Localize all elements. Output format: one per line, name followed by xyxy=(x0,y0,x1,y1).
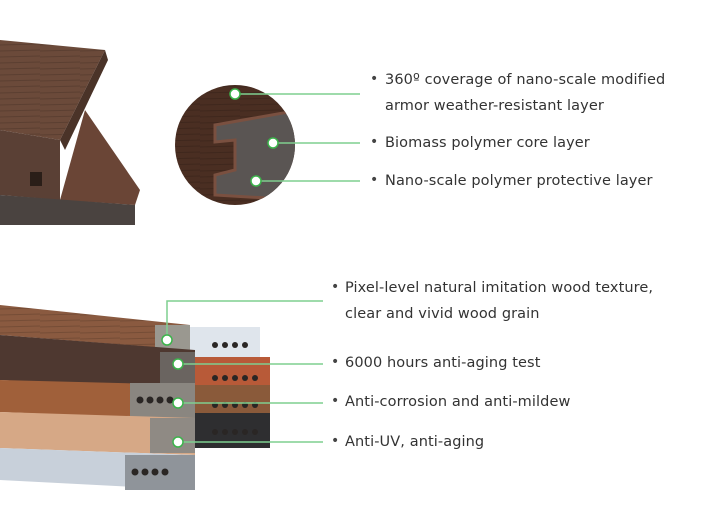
top-callout-dots xyxy=(229,88,279,187)
feature-text: Pixel-level natural imitation wood textu… xyxy=(345,280,654,296)
feature-text: armor weather-resistant layer xyxy=(385,98,604,114)
board-stack-image xyxy=(0,305,270,490)
bullet: • xyxy=(331,279,340,295)
feature-core-layer: Biomass polymer core layer xyxy=(385,135,590,151)
feature-weather-layer: 360º coverage of nano-scale modified arm… xyxy=(385,67,665,119)
bullet: • xyxy=(370,71,379,87)
feature-protective-layer: Nano-scale polymer protective layer xyxy=(385,173,653,189)
bullet: • xyxy=(370,134,379,150)
feature-wood-texture: Pixel-level natural imitation wood textu… xyxy=(345,275,653,327)
bottom-callout-dots xyxy=(161,334,184,448)
bullet: • xyxy=(331,393,340,409)
bullet: • xyxy=(331,354,340,370)
feature-text: clear and vivid wood grain xyxy=(345,306,540,322)
feature-anti-aging-test: 6000 hours anti-aging test xyxy=(345,355,541,371)
bullet: • xyxy=(331,433,340,449)
bottom-callout-lines xyxy=(166,300,323,443)
feature-anti-uv: Anti-UV, anti-aging xyxy=(345,434,485,450)
bullet: • xyxy=(370,172,379,188)
feature-text: 360º coverage of nano-scale modified xyxy=(385,72,666,88)
feature-anti-corrosion: Anti-corrosion and anti-mildew xyxy=(345,394,571,410)
decking-board-image xyxy=(0,40,140,225)
top-callout-lines xyxy=(235,93,360,182)
